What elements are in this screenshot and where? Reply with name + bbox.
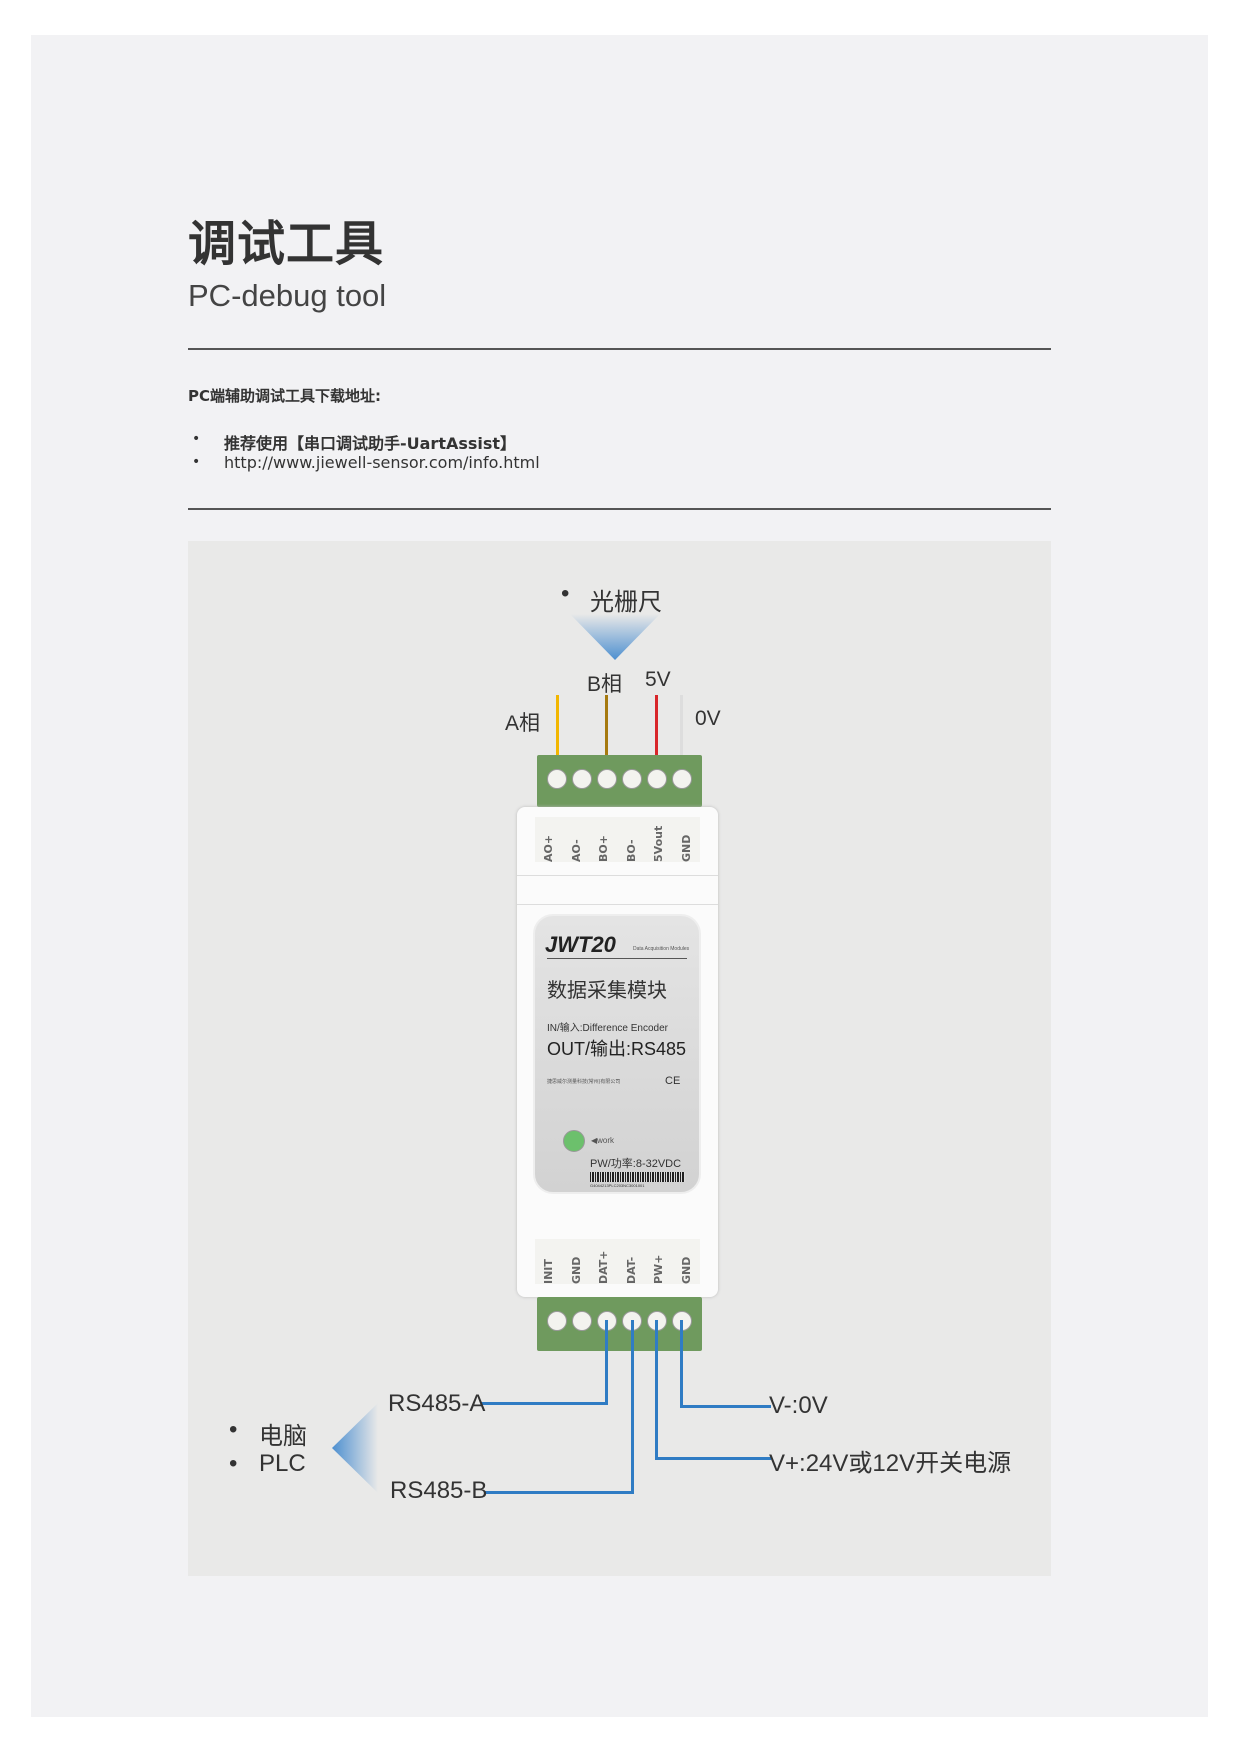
wire-label-a: A相 xyxy=(505,712,541,735)
top-terminal-block xyxy=(537,755,702,807)
barcode xyxy=(590,1172,685,1182)
pin: DAT+ xyxy=(597,1250,611,1284)
pin: AO- xyxy=(569,839,583,862)
pin: PW+ xyxy=(652,1254,666,1284)
front-label: JWT20 Data Acquisition Modules 数据采集模块 IN… xyxy=(533,914,701,1194)
pin: BO- xyxy=(624,839,638,862)
device-name: 数据采集模块 xyxy=(547,980,667,1002)
bottom-terminal-block xyxy=(537,1297,702,1351)
page-subtitle: PC-debug tool xyxy=(188,278,387,313)
sensor-label: 光栅尺 xyxy=(590,589,662,616)
wire-0v xyxy=(680,695,683,785)
work-led xyxy=(563,1130,585,1152)
wire-rs485b xyxy=(631,1320,634,1493)
wire-label-5v: 5V xyxy=(645,668,671,691)
wire-rs485a xyxy=(605,1320,608,1404)
wire-label-b: B相 xyxy=(587,673,623,696)
label-rule xyxy=(547,958,687,959)
bottom-pin-labels: INIT GND DAT+ DAT- PW+ GND xyxy=(535,1239,700,1284)
serial: G4044213PLC203NC3001001 xyxy=(590,1183,645,1188)
wire-5v xyxy=(655,695,658,785)
ce-mark: CE xyxy=(665,1075,681,1087)
vminus-label: V-:0V xyxy=(769,1392,828,1419)
host-plc: PLC xyxy=(259,1450,306,1477)
wire-a xyxy=(556,695,559,785)
wire-vminus xyxy=(680,1320,683,1407)
company: 捷思威尔测量科技(常州)有限公司 xyxy=(547,1079,621,1085)
rail-ridge xyxy=(517,875,718,905)
pin: DAT- xyxy=(624,1256,638,1284)
bullet: • xyxy=(192,431,201,447)
download-link[interactable]: http://www.jiewell-sensor.com/info.html xyxy=(224,453,540,472)
wire-rs485a xyxy=(481,1402,608,1405)
wire-vminus xyxy=(680,1405,771,1408)
top-pin-labels: AO+ AO- BO+ BO- 5Vout GND xyxy=(535,817,700,862)
rs485a-label: RS485-A xyxy=(388,1390,486,1417)
pin: BO+ xyxy=(597,835,611,862)
model: JWT20 xyxy=(545,932,616,957)
device-input: IN/输入:Difference Encoder xyxy=(547,1023,668,1034)
arrow-down-icon xyxy=(570,614,660,660)
download-heading: PC端辅助调试工具下载地址: xyxy=(188,387,382,405)
wire-b xyxy=(605,695,608,785)
pin: AO+ xyxy=(542,834,556,862)
led-label: ◀work xyxy=(591,1136,615,1145)
device-output: OUT/输出:RS485 xyxy=(547,1039,687,1059)
pin: GND xyxy=(679,1256,693,1284)
page-title: 调试工具 xyxy=(188,216,385,272)
power-spec: PW/功率:8-32VDC xyxy=(590,1158,682,1170)
bullet: • xyxy=(229,1416,238,1443)
wire-vplus xyxy=(655,1457,771,1460)
wire-label-0v: 0V xyxy=(695,707,721,730)
rs485b-label: RS485-B xyxy=(390,1477,488,1504)
bullet: • xyxy=(229,1450,238,1477)
recommend-tool: 推荐使用【串口调试助手-UartAssist】 xyxy=(224,434,517,453)
wire-vplus xyxy=(655,1320,658,1459)
pin: GND xyxy=(679,834,693,862)
bullet: • xyxy=(561,580,570,607)
wire-rs485b xyxy=(484,1491,634,1494)
host-pc: 电脑 xyxy=(259,1423,307,1450)
pin: INIT xyxy=(542,1259,556,1284)
arrow-left-icon xyxy=(332,1403,378,1493)
pin: GND xyxy=(569,1256,583,1284)
pin: 5Vout xyxy=(652,825,666,862)
divider xyxy=(188,348,1051,350)
vplus-label: V+:24V或12V开关电源 xyxy=(769,1450,1012,1477)
divider xyxy=(188,508,1051,510)
model-sub: Data Acquisition Modules xyxy=(633,946,690,952)
bullet: • xyxy=(192,454,201,470)
